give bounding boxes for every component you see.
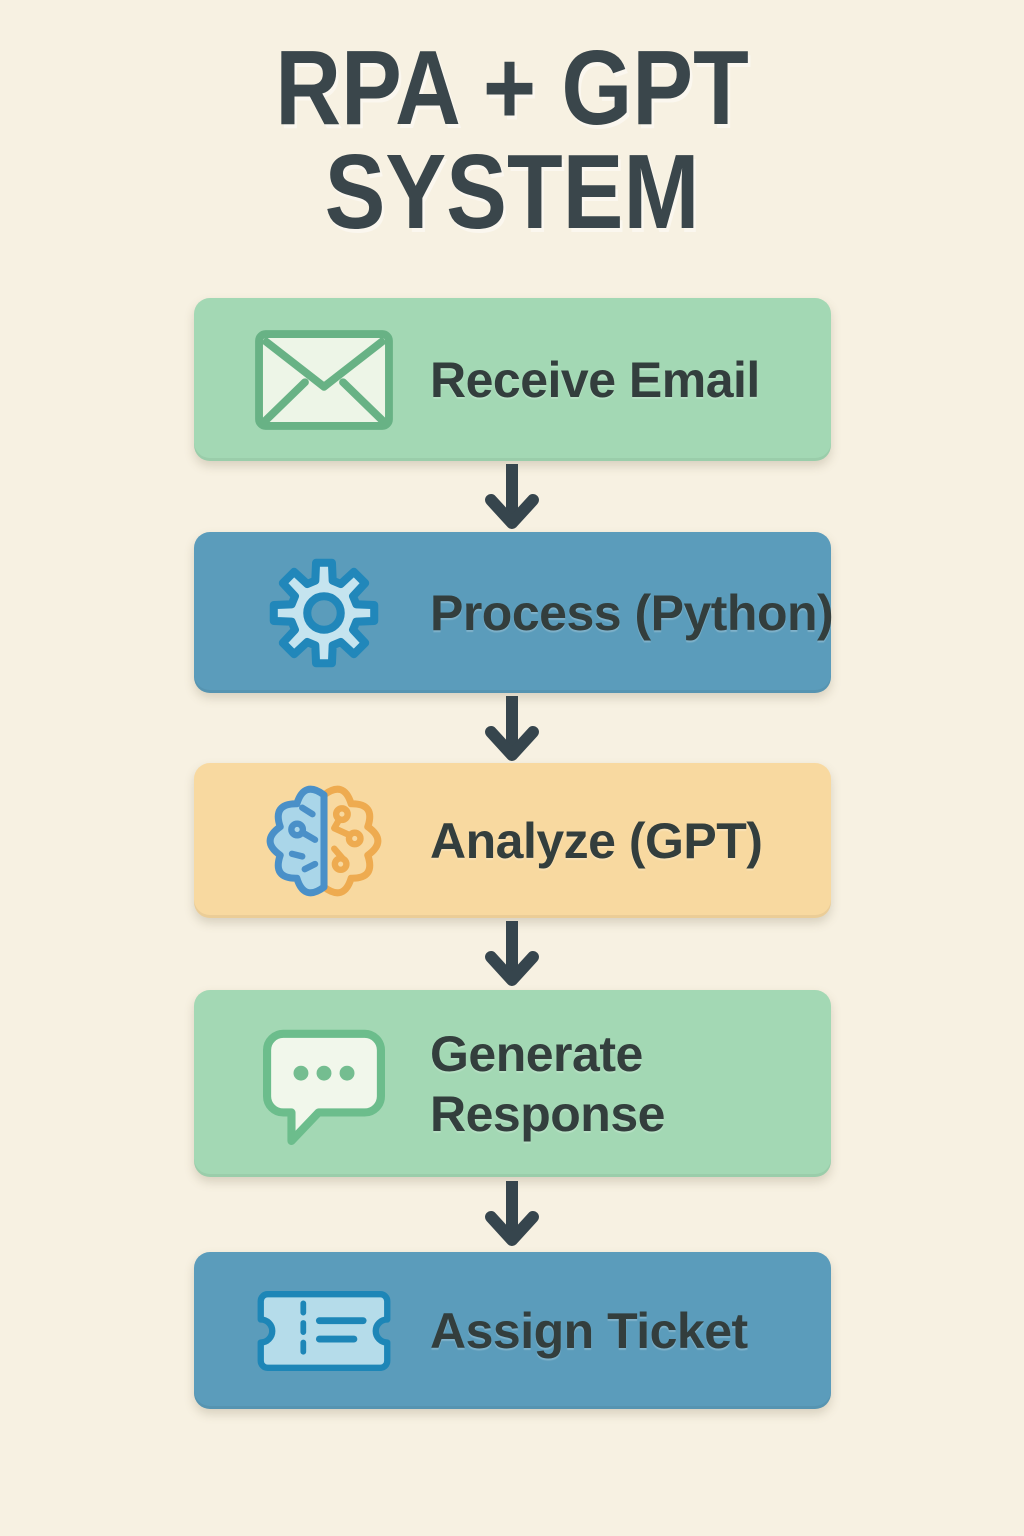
- title-line-2: SYSTEM: [324, 133, 700, 251]
- step-label: Generate Response: [430, 1025, 665, 1142]
- step-label: Assign Ticket: [430, 1302, 748, 1359]
- step-generate-response: Generate Response: [194, 990, 831, 1177]
- step-label: Analyze (GPT): [430, 812, 763, 869]
- email-icon: [248, 324, 400, 436]
- step-process-python: Process (Python): [194, 532, 834, 693]
- step-assign-ticket: Assign Ticket: [194, 1252, 831, 1409]
- ticket-icon: [248, 1285, 400, 1377]
- title-line-1: RPA + GPT: [275, 29, 749, 147]
- gear-icon: [248, 551, 400, 675]
- arrow-down-icon: [482, 462, 542, 532]
- page-title: RPA + GPT SYSTEM: [72, 29, 953, 251]
- step-label: Receive Email: [430, 351, 760, 408]
- arrow-down-icon: [482, 919, 542, 989]
- step-receive-email: Receive Email: [194, 298, 831, 461]
- arrow-down-icon: [482, 694, 542, 764]
- arrow-down-icon: [482, 1179, 542, 1249]
- step-label: Process (Python): [430, 584, 834, 641]
- chat-bubble-icon: [248, 1023, 400, 1145]
- step-analyze-gpt: Analyze (GPT): [194, 763, 831, 918]
- brain-icon: [248, 777, 400, 905]
